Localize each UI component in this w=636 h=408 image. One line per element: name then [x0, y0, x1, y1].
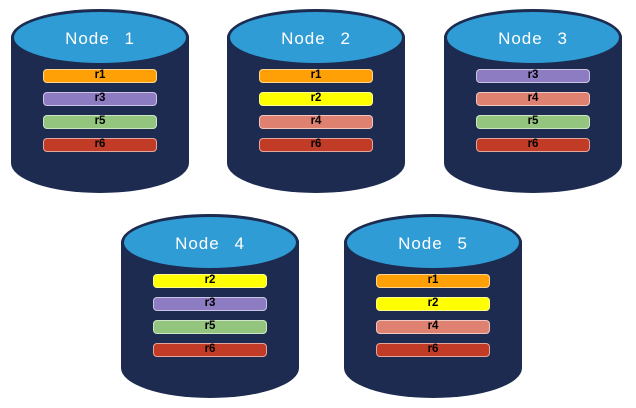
replica-label: r6	[94, 138, 106, 151]
replica-bar: r4	[376, 320, 490, 334]
replica-bar: r6	[153, 343, 267, 357]
replica-label: r2	[427, 297, 439, 310]
replica-label: r3	[94, 92, 106, 105]
replica-bar-list: r1 r3 r5 r6	[43, 69, 157, 152]
node-title: Node 5	[398, 233, 468, 253]
node-cylinder-4: Node 4 r2 r3 r5 r6	[121, 214, 299, 398]
cylinder-top: Node 4	[121, 214, 299, 271]
node-title: Node 4	[175, 233, 245, 253]
replica-bar: r1	[376, 274, 490, 288]
replica-label: r1	[94, 69, 106, 82]
replica-bar: r4	[476, 92, 590, 106]
replica-label: r3	[527, 69, 539, 82]
replica-label: r6	[427, 343, 439, 356]
node-title: Node 3	[498, 28, 568, 48]
node-cylinder-2: Node 2 r1 r2 r4 r6	[227, 9, 405, 193]
replica-bar: r1	[259, 69, 373, 83]
replica-bar-list: r1 r2 r4 r6	[259, 69, 373, 152]
replica-label: r4	[527, 92, 539, 105]
replica-bar: r5	[476, 115, 590, 129]
replica-bar: r5	[43, 115, 157, 129]
replica-label: r1	[310, 69, 322, 82]
replica-bar: r6	[376, 343, 490, 357]
replica-label: r3	[204, 297, 216, 310]
replica-label: r4	[310, 115, 322, 128]
node-title: Node 2	[281, 28, 351, 48]
cylinder-top: Node 3	[444, 9, 622, 66]
replica-label: r5	[527, 115, 539, 128]
replica-bar: r2	[153, 274, 267, 288]
replica-bar: r6	[476, 138, 590, 152]
replica-label: r4	[427, 320, 439, 333]
replica-label: r2	[204, 274, 216, 287]
replica-label: r5	[204, 320, 216, 333]
node-title: Node 1	[65, 28, 135, 48]
replica-label: r6	[527, 138, 539, 151]
cylinder-top: Node 1	[11, 9, 189, 66]
cylinder-top: Node 2	[227, 9, 405, 66]
replica-bar: r2	[376, 297, 490, 311]
replica-bar: r2	[259, 92, 373, 106]
node-cylinder-1: Node 1 r1 r3 r5 r6	[11, 9, 189, 193]
replica-label: r1	[427, 274, 439, 287]
cylinder-top: Node 5	[344, 214, 522, 271]
replica-bar-list: r2 r3 r5 r6	[153, 274, 267, 357]
node-cylinder-5: Node 5 r1 r2 r4 r6	[344, 214, 522, 398]
replica-bar-list: r3 r4 r5 r6	[476, 69, 590, 152]
replica-bar-list: r1 r2 r4 r6	[376, 274, 490, 357]
replica-label: r6	[310, 138, 322, 151]
replica-bar: r6	[43, 138, 157, 152]
replica-bar: r3	[153, 297, 267, 311]
replica-bar: r6	[259, 138, 373, 152]
node-cylinder-3: Node 3 r3 r4 r5 r6	[444, 9, 622, 193]
replica-bar: r3	[476, 69, 590, 83]
replica-label: r6	[204, 343, 216, 356]
replica-bar: r4	[259, 115, 373, 129]
replica-label: r2	[310, 92, 322, 105]
replica-label: r5	[94, 115, 106, 128]
replica-bar: r1	[43, 69, 157, 83]
replica-bar: r5	[153, 320, 267, 334]
replica-bar: r3	[43, 92, 157, 106]
